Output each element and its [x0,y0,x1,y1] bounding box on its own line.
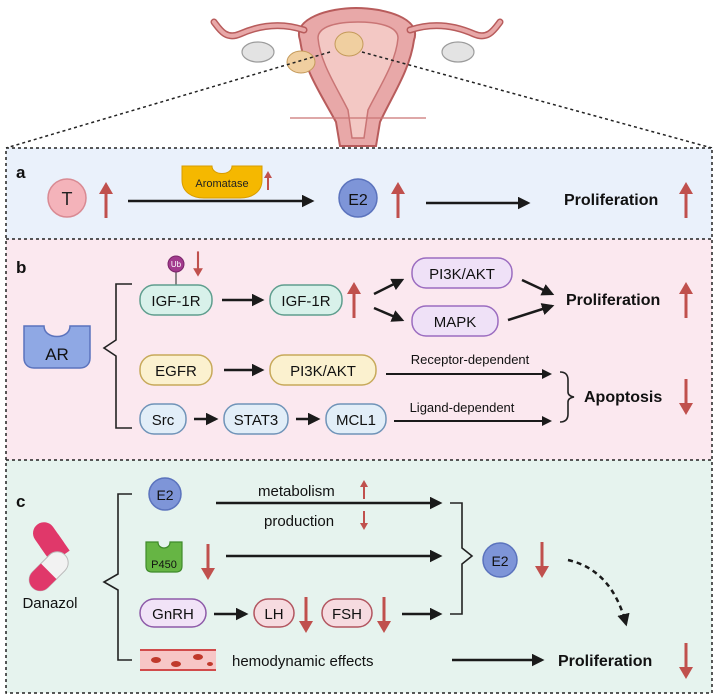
panel-c-brace [102,493,132,661]
zoom-line-right [361,51,713,149]
metabolism-label: metabolism [258,483,335,500]
testosterone-node [47,178,87,218]
pi3k-label-top: PI3K/AKT [429,266,495,283]
panels-border [5,147,713,694]
igf1r-box-2 [269,284,343,316]
aromatase-label: Aromatase [195,178,248,190]
panel-c: c Danazol E2 metabolism production P450 [16,477,695,681]
mcl1-box [325,403,387,435]
src-box [139,403,187,435]
ub-label: Ub [171,260,182,269]
ar-label: AR [45,345,69,364]
e2-input-node [148,477,182,511]
mapk-to-proliferation-arrow [507,303,555,322]
pi3k-box-mid [269,354,377,386]
e2-node [338,178,378,218]
blood-vessel-icon [140,649,216,671]
ligand-dependent-label: Ligand-dependent [410,400,515,415]
proliferation-c-label: Proliferation [558,653,652,670]
mapk-box [411,305,499,337]
hemodynamic-label: hemodynamic effects [232,653,373,670]
panel-b-brace [102,283,132,429]
aromatase-enzyme [181,165,263,199]
panel-b: b AR Ub IGF-1R IGF-1R PI3K/AKT MAPK Prol… [16,250,695,435]
mcl1-label: MCL1 [336,412,376,429]
igf1r-box-1 [139,284,213,316]
fsh-label: FSH [332,606,362,623]
production-label: production [264,513,334,530]
e2-label: E2 [348,192,368,209]
proliferation-b-label: Proliferation [566,292,660,309]
igf1r-label-1: IGF-1R [151,293,200,310]
lh-box [253,598,295,628]
ub-node [167,255,185,273]
gnrh-label: GnRH [152,606,194,623]
lh-label: LH [264,606,283,623]
igf1r-label-2: IGF-1R [281,293,330,310]
stat3-box [223,403,289,435]
apoptosis-label: Apoptosis [584,389,662,406]
apoptosis-brace [559,371,575,423]
pi3k-label-mid: PI3K/AKT [290,363,356,380]
src-label: Src [152,412,175,429]
panel-a: a T Aromatase E2 Proliferation [16,163,695,220]
egfr-label: EGFR [155,363,197,380]
panel-b-label: b [16,258,26,277]
egfr-box [139,354,213,386]
e2-input-label: E2 [156,487,173,503]
e2-output-label: E2 [491,553,508,569]
fsh-box [321,598,373,628]
panel-c-bg [6,460,712,693]
proliferation-a-label: Proliferation [564,192,658,209]
p450-label: P450 [151,559,177,571]
pi3k-box-top [411,257,513,289]
danazol-label: Danazol [22,595,77,612]
pi3k-to-proliferation-arrow [521,278,555,296]
stat3-label: STAT3 [234,412,278,429]
testosterone-label: T [62,189,73,209]
capsule-icon [28,522,70,592]
p450-enzyme [145,541,183,573]
e2-output-brace [450,502,474,615]
igf1r-to-pi3k-arrow [373,278,405,296]
mapk-label: MAPK [434,314,477,331]
panel-c-label: c [16,492,25,511]
panel-a-label: a [16,163,26,182]
receptor-dependent-label: Receptor-dependent [411,352,530,367]
igf1r-to-mapk-arrow [373,306,405,322]
gnrh-box [139,598,207,628]
ar-receptor [23,325,91,369]
uterus-illustration [210,6,504,147]
e2-output-node [482,542,518,578]
zoom-line-left [5,51,331,149]
